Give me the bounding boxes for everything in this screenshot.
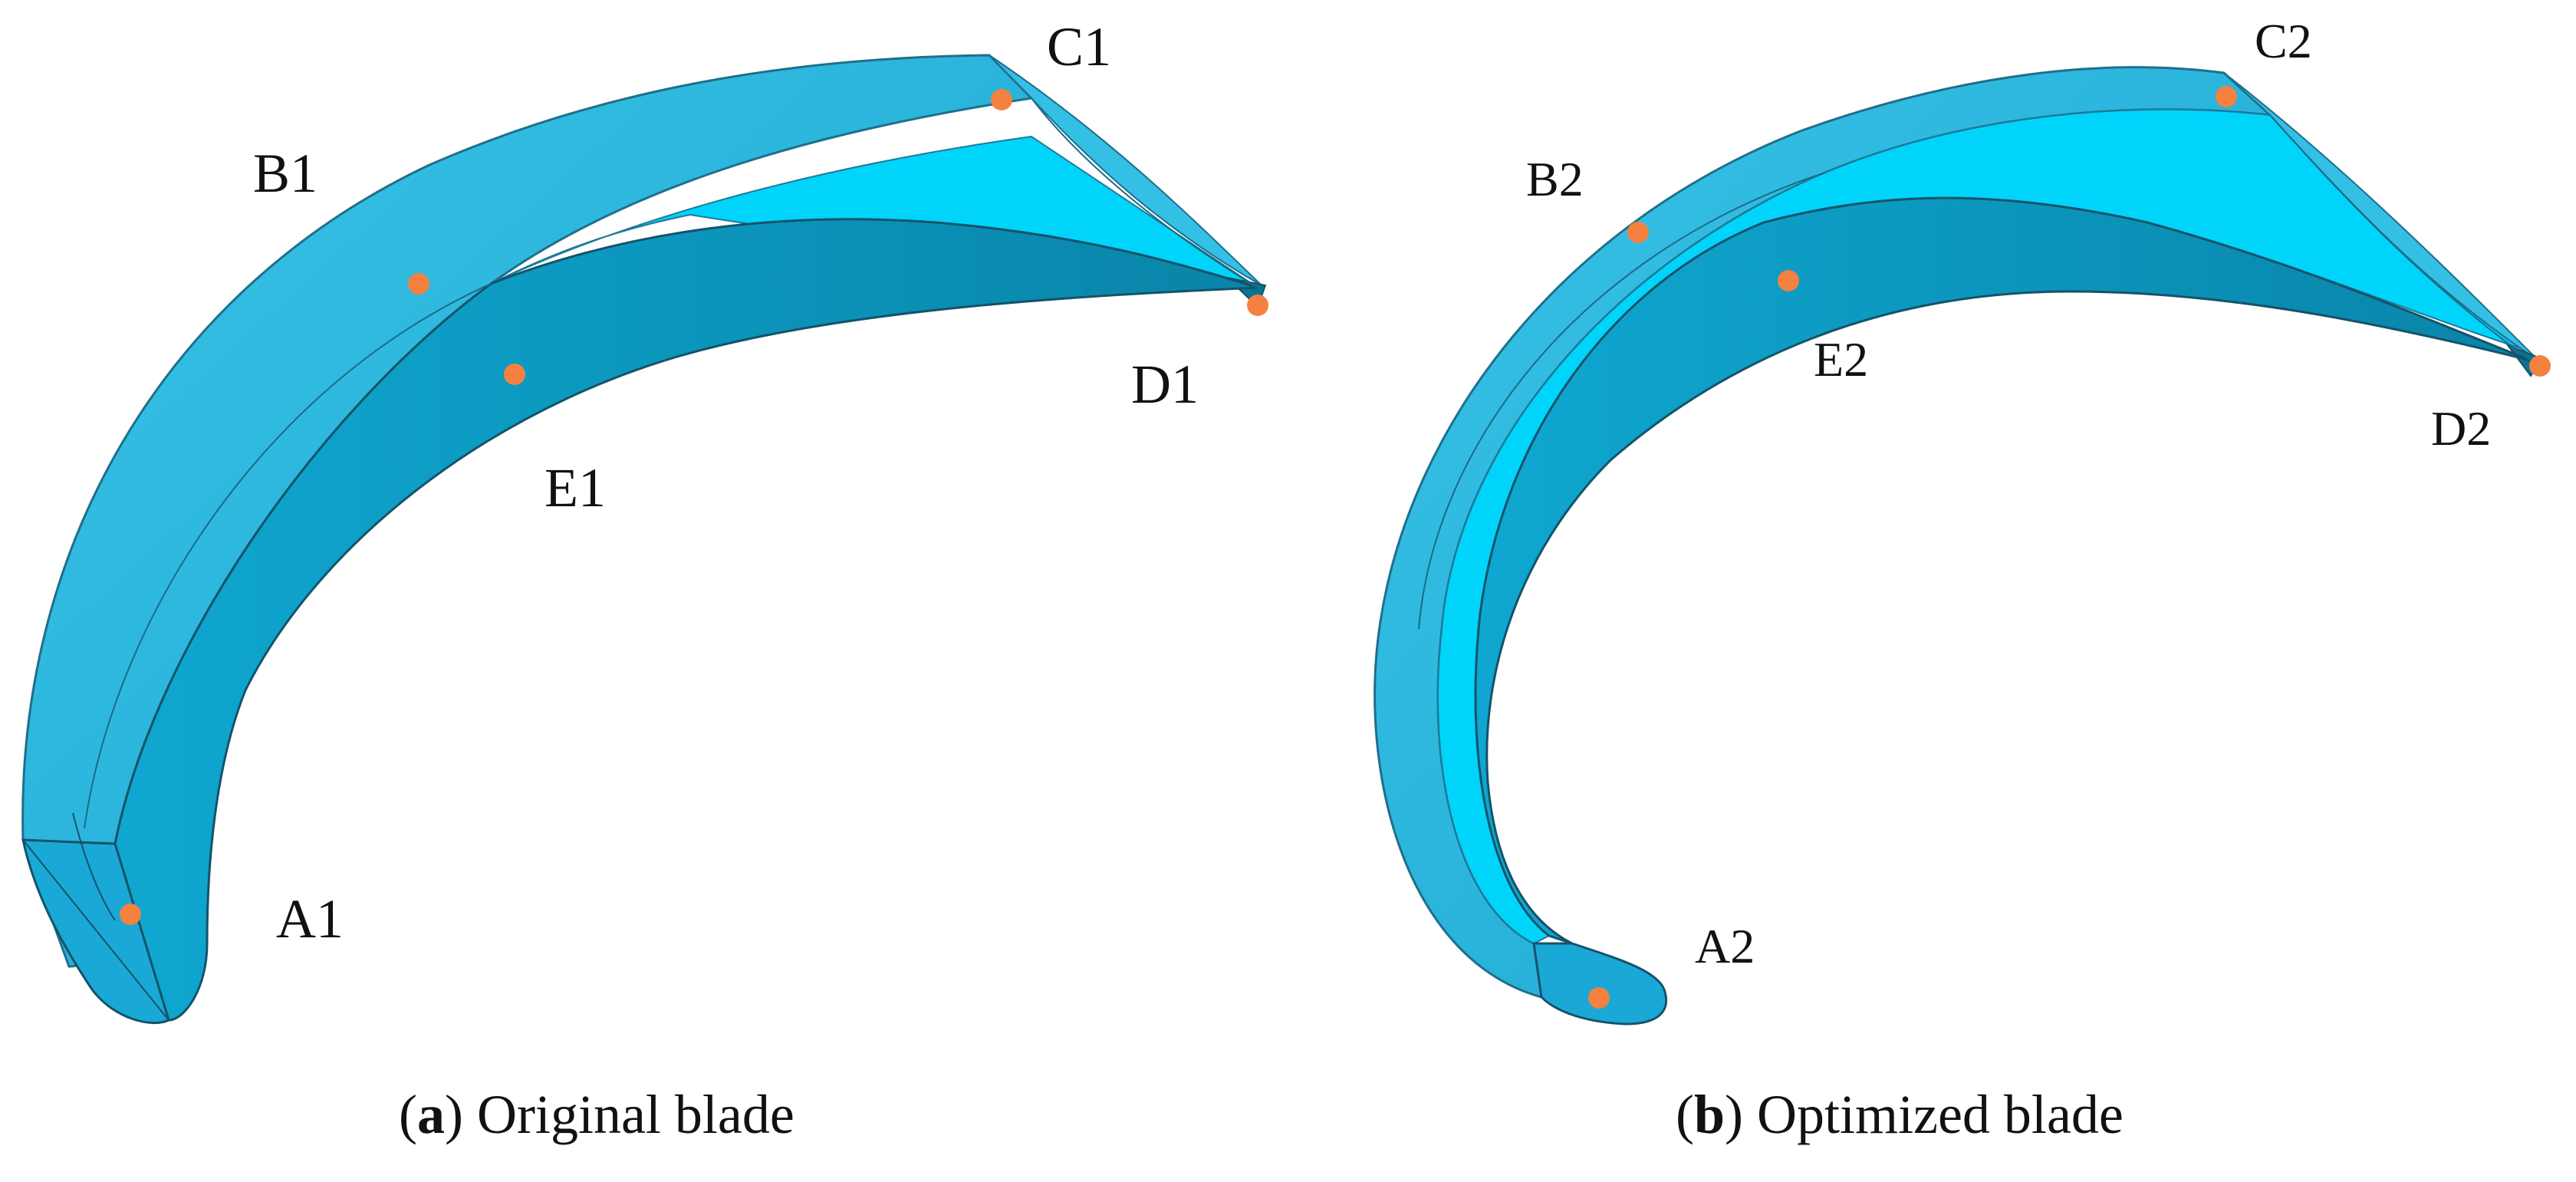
label-c1: C1 — [1047, 16, 1111, 77]
marker-c2 — [2216, 86, 2237, 107]
caption-a-open: ( — [399, 1084, 417, 1145]
caption-a-letter: a — [416, 1084, 445, 1145]
marker-e2 — [1778, 270, 1799, 291]
label-b2: B2 — [1526, 152, 1584, 206]
panel-b-optimized-blade: A2 B2 C2 D2 E2 — [1374, 14, 2551, 1026]
label-e2: E2 — [1814, 332, 1868, 387]
label-e1: E1 — [544, 457, 606, 519]
caption-original-blade: (a) Original blade — [399, 1080, 795, 1149]
caption-optimized-blade: (b) Optimized blade — [1676, 1080, 2124, 1149]
marker-d1 — [1247, 295, 1268, 316]
blade-b-edge-line-1 — [1418, 172, 1826, 630]
blade-a-root-edge-2 — [72, 812, 116, 921]
caption-b-text: ) Optimized blade — [1725, 1084, 2124, 1145]
marker-b2 — [1627, 222, 1649, 243]
marker-c1 — [991, 89, 1012, 110]
blade-a-inner-face — [114, 218, 1258, 1022]
blade-b-edge-line-2 — [2269, 114, 2532, 361]
marker-d2 — [2529, 355, 2551, 377]
label-d2: D2 — [2431, 401, 2491, 456]
caption-b-letter: b — [1693, 1084, 1726, 1145]
blade-b-root — [1532, 942, 1667, 1026]
blade-a-root-edge-1 — [22, 839, 169, 1021]
panel-a-original-blade: A1 B1 C1 D1 E1 — [21, 16, 1268, 1025]
label-c2: C2 — [2255, 14, 2312, 68]
caption-b-open: ( — [1676, 1084, 1694, 1145]
marker-a1 — [120, 904, 141, 925]
marker-e1 — [504, 364, 525, 385]
marker-b1 — [408, 273, 429, 295]
marker-a2 — [1588, 987, 1610, 1009]
label-b1: B1 — [253, 143, 317, 204]
label-a1: A1 — [276, 888, 344, 950]
blade-a-edge-line-2 — [1031, 97, 1258, 288]
blade-b-inner-face — [1474, 196, 2532, 945]
caption-a-text: ) Original blade — [444, 1084, 795, 1145]
label-a2: A2 — [1695, 919, 1755, 973]
blade-a-edge-line-1 — [84, 283, 492, 829]
label-d1: D1 — [1131, 354, 1199, 415]
